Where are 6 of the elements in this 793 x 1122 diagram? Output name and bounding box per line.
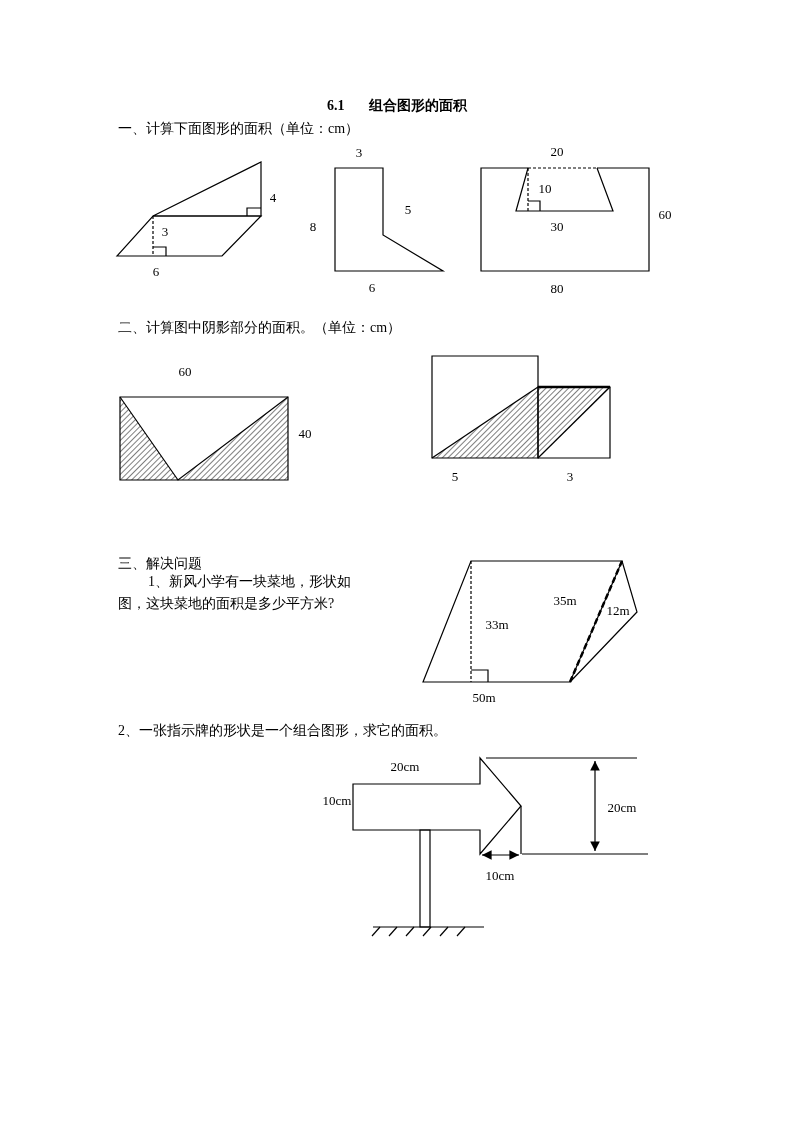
section-heading: 一、计算下面图形的面积（单位：cm） (118, 121, 360, 138)
title: 6.1 组合图形的面积 (327, 97, 467, 115)
question-text: 1、新风小学有一块菜地，形状如图，这块菜地的面积是多少平方米? (118, 573, 352, 614)
section-heading: 2、一张指示牌的形状是一个组合图形，求它的面积。 (118, 723, 447, 740)
section-heading: 三、解决问题 (118, 556, 202, 573)
section-heading: 二、计算图中阴影部分的面积。（单位：cm） (118, 320, 402, 337)
